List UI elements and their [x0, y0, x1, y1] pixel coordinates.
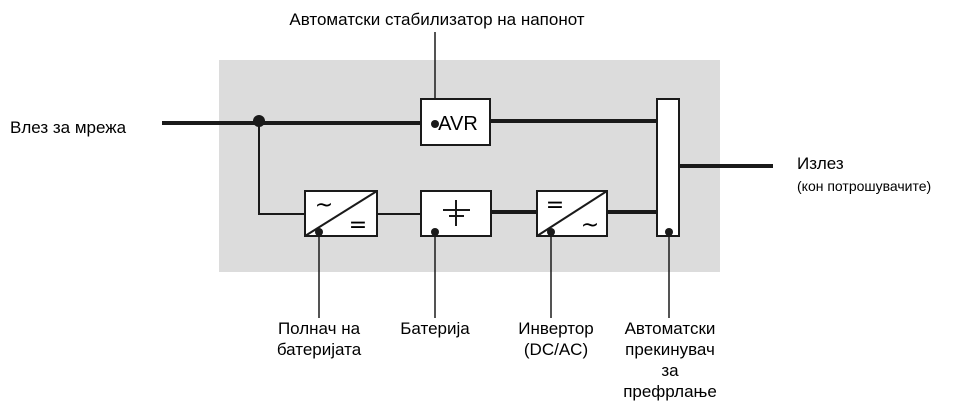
ups-enclosure-panel	[219, 60, 720, 272]
output-label: Излез	[797, 154, 844, 173]
charger-diagonal	[304, 190, 378, 237]
inverter-diagonal	[536, 190, 608, 237]
charger-block: ~ =	[304, 190, 378, 238]
switch-caption-line1: Автоматски	[625, 319, 716, 338]
switch-caption-line2: прекинувач	[625, 340, 715, 359]
inverter-block: = ~	[536, 190, 608, 238]
charger-ac-symbol: ~	[315, 193, 333, 218]
charger-dc-symbol: =	[349, 213, 367, 238]
inverter-ac-symbol: ~	[581, 213, 599, 238]
inverter-caption-line2: (DC/AC)	[524, 340, 588, 359]
battery-caption: Батерија	[400, 319, 470, 338]
avr-block: AVR	[420, 98, 491, 146]
switch-caption-line3: за	[661, 361, 679, 380]
battery-block	[420, 190, 492, 237]
avr-connection-dot	[431, 120, 439, 128]
diagram-title: Автоматски стабилизатор на напонот	[289, 10, 584, 29]
charger-caption-line1: Полнач на	[278, 319, 361, 338]
input-label: Влез за мрежа	[10, 118, 127, 137]
transfer-switch-block	[656, 98, 680, 237]
inverter-dc-symbol: =	[546, 193, 564, 218]
avr-label: AVR	[438, 113, 478, 135]
output-sublabel: (кон потрошувачите)	[797, 178, 931, 194]
switch-caption-line4: префрлање	[623, 382, 717, 401]
inverter-caption-line1: Инвертор	[518, 319, 594, 338]
charger-caption-line2: батеријата	[277, 340, 362, 359]
